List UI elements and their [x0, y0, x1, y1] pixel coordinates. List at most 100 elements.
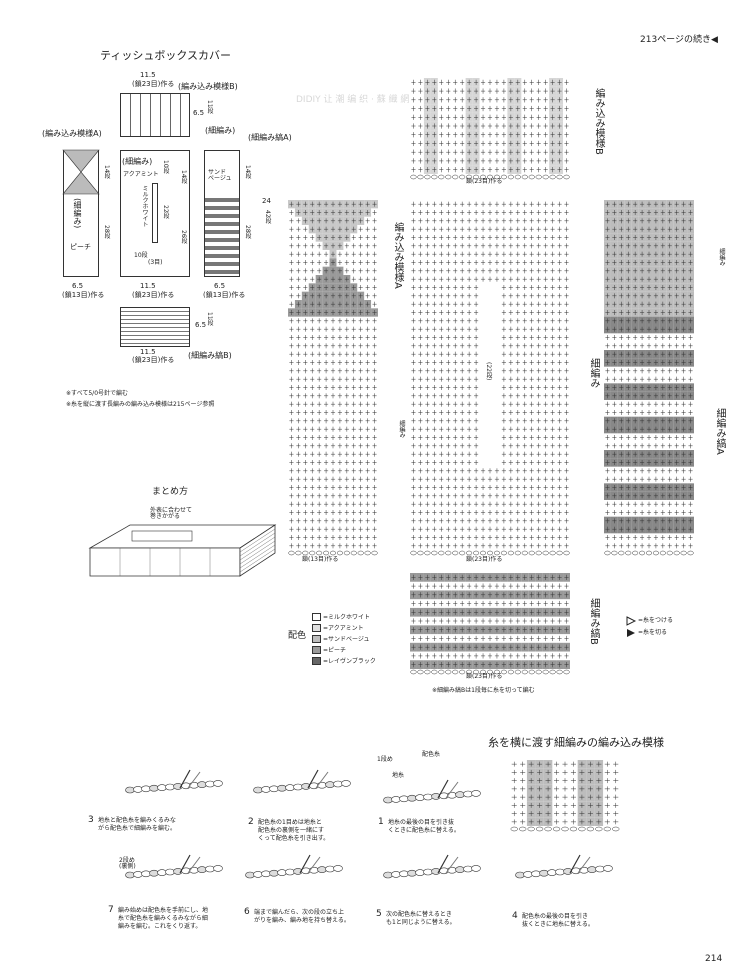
- stitch-mark: [453, 243, 458, 249]
- stitch-mark: [681, 343, 686, 349]
- stitch-mark: [640, 360, 645, 365]
- stitch-mark: [550, 318, 555, 324]
- stitch-mark: [501, 351, 506, 357]
- stitch-mark: [626, 468, 631, 474]
- stitch-mark: [317, 276, 322, 282]
- stitch-mark: [653, 535, 658, 540]
- stitch-mark: [344, 518, 349, 524]
- stitch-mark: [487, 226, 493, 232]
- stitch-mark: [633, 543, 638, 549]
- stitch-mark: [289, 451, 294, 457]
- stitch-mark: [480, 535, 486, 540]
- stitch-mark: [564, 501, 569, 507]
- stitch-mark: [550, 326, 555, 332]
- stitch-mark: [515, 132, 520, 138]
- stitch-mark: [605, 293, 610, 299]
- stitch-mark: [543, 618, 548, 624]
- stitch-mark: [528, 802, 534, 808]
- stitch-mark: [596, 811, 602, 817]
- stitch-mark: [613, 761, 619, 767]
- stitch-mark: [557, 376, 562, 382]
- stitch-mark: [613, 794, 619, 800]
- stitch-mark: [487, 485, 493, 490]
- stitch-mark: [501, 510, 506, 515]
- stitch-mark: [358, 343, 363, 349]
- stitch-mark: [303, 218, 308, 224]
- stitch-mark: [515, 485, 520, 490]
- stitch-mark: [289, 293, 294, 299]
- stitch-mark: [554, 802, 560, 808]
- stitch-mark: [508, 293, 513, 299]
- stitch-mark: [557, 426, 562, 432]
- stitch-mark: [550, 468, 555, 474]
- stitch-mark: [688, 301, 693, 307]
- stitch-mark: [537, 769, 543, 775]
- stitch-mark: [351, 526, 356, 532]
- stitch-mark: [474, 351, 479, 357]
- stitch-mark: [667, 385, 672, 390]
- stitch-mark: [537, 786, 543, 792]
- stitch-mark: [432, 618, 437, 624]
- stitch-mark: [344, 360, 349, 365]
- stitch-mark: [296, 401, 301, 407]
- stitch-mark: [660, 243, 665, 249]
- stitch-mark: [612, 518, 617, 524]
- stitch-mark: [310, 226, 315, 232]
- chart-pattern-a: [288, 200, 378, 556]
- chain-stitch: [561, 826, 569, 832]
- stitch-mark: [289, 476, 294, 482]
- stitch-mark: [474, 653, 479, 659]
- stitch-mark: [681, 418, 686, 424]
- stitch-mark: [633, 335, 638, 340]
- chain-stitch: [445, 669, 452, 675]
- stitch-mark: [372, 460, 377, 465]
- stitch-mark: [460, 451, 465, 457]
- stitch-mark: [411, 335, 416, 340]
- chart-right-sc: 細編み: [718, 248, 725, 266]
- stitch-mark: [411, 293, 416, 299]
- stitch-mark: [425, 501, 430, 507]
- stitch-mark: [653, 426, 658, 432]
- stitch-mark: [562, 794, 568, 800]
- stitch-mark: [605, 360, 610, 365]
- stitch-mark: [425, 360, 430, 365]
- stitch-mark: [508, 543, 513, 549]
- stitch-mark: [365, 393, 370, 399]
- legend-label: =ミルクホワイト: [323, 614, 371, 621]
- stitch-mark: [494, 276, 500, 282]
- stitch-mark: [626, 535, 631, 540]
- stitch-mark: [453, 218, 458, 224]
- stitch-mark: [667, 326, 672, 332]
- stitch-mark: [337, 268, 342, 274]
- stitch-mark: [515, 653, 520, 659]
- stitch-mark: [660, 435, 665, 440]
- stitch-mark: [337, 210, 342, 215]
- stitch-mark: [508, 609, 513, 615]
- stitch-mark: [432, 653, 437, 659]
- stitch-mark: [619, 218, 624, 224]
- stitch-mark: [358, 468, 363, 474]
- stitch-mark: [365, 285, 370, 290]
- stitch-mark: [640, 368, 645, 374]
- stitch-mark: [681, 535, 686, 540]
- stitch-mark: [425, 653, 430, 659]
- stitch-mark: [480, 653, 486, 659]
- stitch-mark: [344, 368, 349, 374]
- stitch-mark: [460, 535, 465, 540]
- stitch-mark: [564, 276, 569, 282]
- stitch-mark: [425, 485, 430, 490]
- stitch-mark: [640, 276, 645, 282]
- stitch-mark: [418, 140, 423, 147]
- stitch-mark: [453, 410, 458, 415]
- center-rows-14: 14段: [180, 170, 187, 184]
- stitch-mark: [674, 393, 679, 399]
- stitch-mark: [289, 460, 294, 465]
- stitch-mark: [550, 443, 555, 449]
- stitch-mark: [411, 301, 416, 307]
- stitch-mark: [543, 644, 548, 650]
- stitch-mark: [467, 301, 472, 307]
- stitch-mark: [439, 310, 444, 315]
- stitch-mark: [467, 140, 472, 147]
- stitch-mark: [432, 326, 437, 332]
- stitch-mark: [324, 526, 329, 532]
